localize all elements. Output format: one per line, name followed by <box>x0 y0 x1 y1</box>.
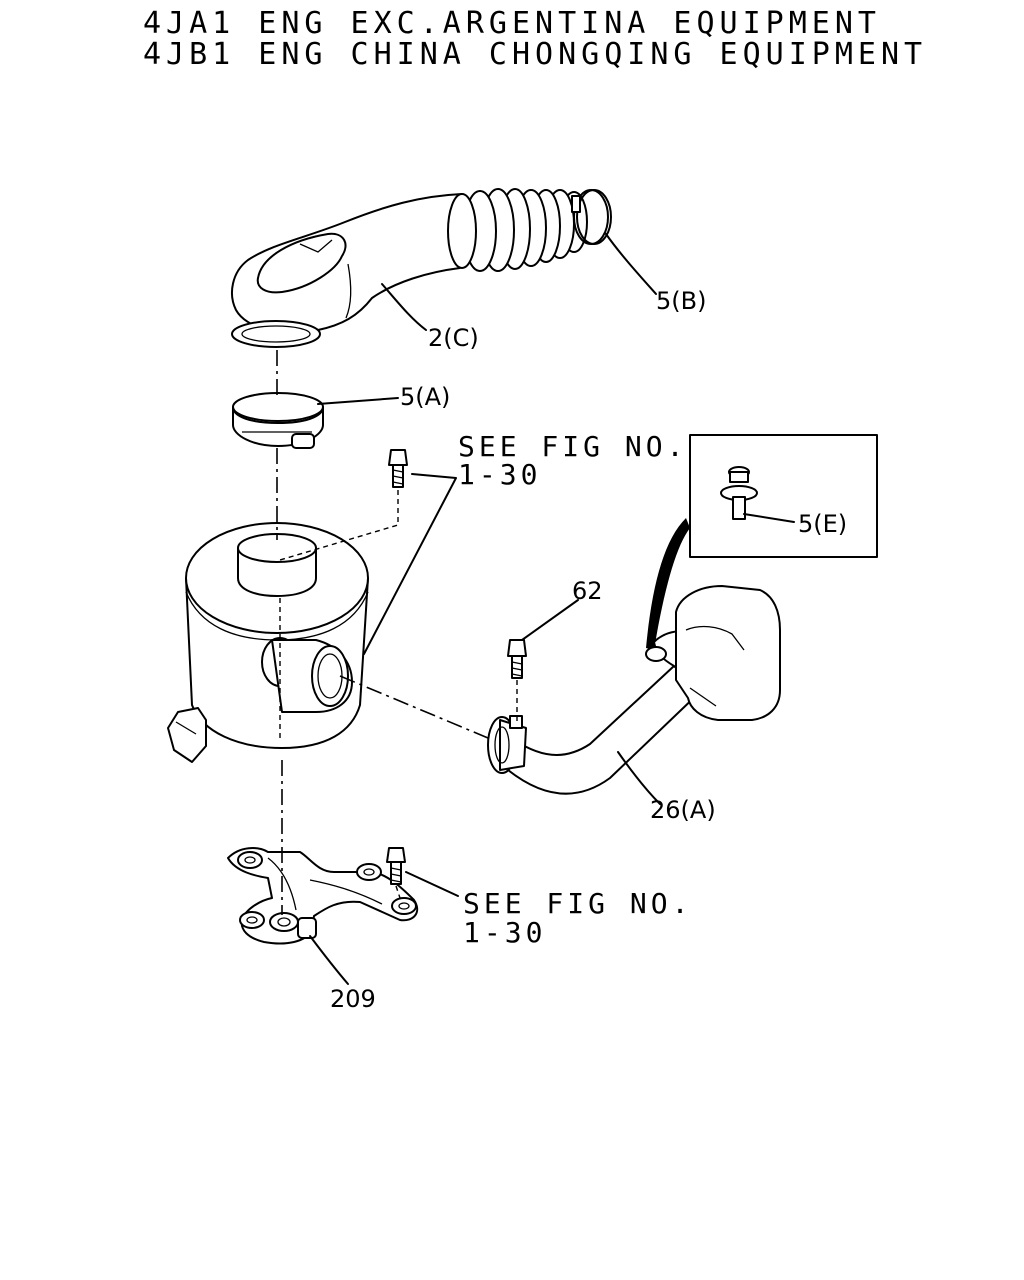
title-line-2: 4JB1 ENG CHINA CHONGQING EQUIPMENT <box>143 37 927 72</box>
mounting-bolt-lower <box>386 847 406 885</box>
air-cleaner-housing <box>167 522 369 763</box>
callout-clamp-upper: 5(B) <box>656 287 706 315</box>
callout-duct: 26(A) <box>650 796 716 824</box>
callout-bolt-62: 62 <box>572 577 603 605</box>
detail-inset-box <box>689 434 878 558</box>
leader-ref-lower <box>405 871 459 897</box>
see-fig-lower-line2: 1-30 <box>463 916 546 949</box>
callout-clip: 5(E) <box>798 510 847 538</box>
leader-bolt-62 <box>521 599 579 641</box>
leader-bracket <box>309 935 349 985</box>
centerline-duct <box>339 675 489 739</box>
centerline-bolt-lower <box>395 885 403 905</box>
bolt-62-part <box>507 639 527 679</box>
hose-clamp-lower <box>232 392 324 449</box>
leader-ref-upper <box>363 473 457 655</box>
intake-duct-part <box>487 585 781 795</box>
leader-clamp-upper <box>605 233 657 295</box>
leader-duct <box>617 751 661 805</box>
callout-bracket: 209 <box>330 985 376 1013</box>
callout-clamp-lower: 5(A) <box>400 383 450 411</box>
clip-part <box>720 466 758 520</box>
title-line-1: 4JA1 ENG EXC.ARGENTINA EQUIPMENT <box>143 6 881 41</box>
intake-hose-part <box>231 188 588 348</box>
centerline-bolt-upper <box>279 490 399 561</box>
see-fig-upper-line1: SEE FIG NO. <box>458 430 687 463</box>
mounting-bracket-part <box>227 847 419 945</box>
see-fig-upper-line2: 1-30 <box>458 458 541 491</box>
leader-hose-upper <box>381 283 427 331</box>
leader-clamp-lower <box>317 397 399 405</box>
mounting-bolt-upper <box>388 449 408 488</box>
hose-clamp-upper <box>571 189 612 245</box>
callout-hose-upper: 2(C) <box>428 324 479 352</box>
leader-clip <box>743 513 795 523</box>
see-fig-lower-line1: SEE FIG NO. <box>463 887 692 920</box>
